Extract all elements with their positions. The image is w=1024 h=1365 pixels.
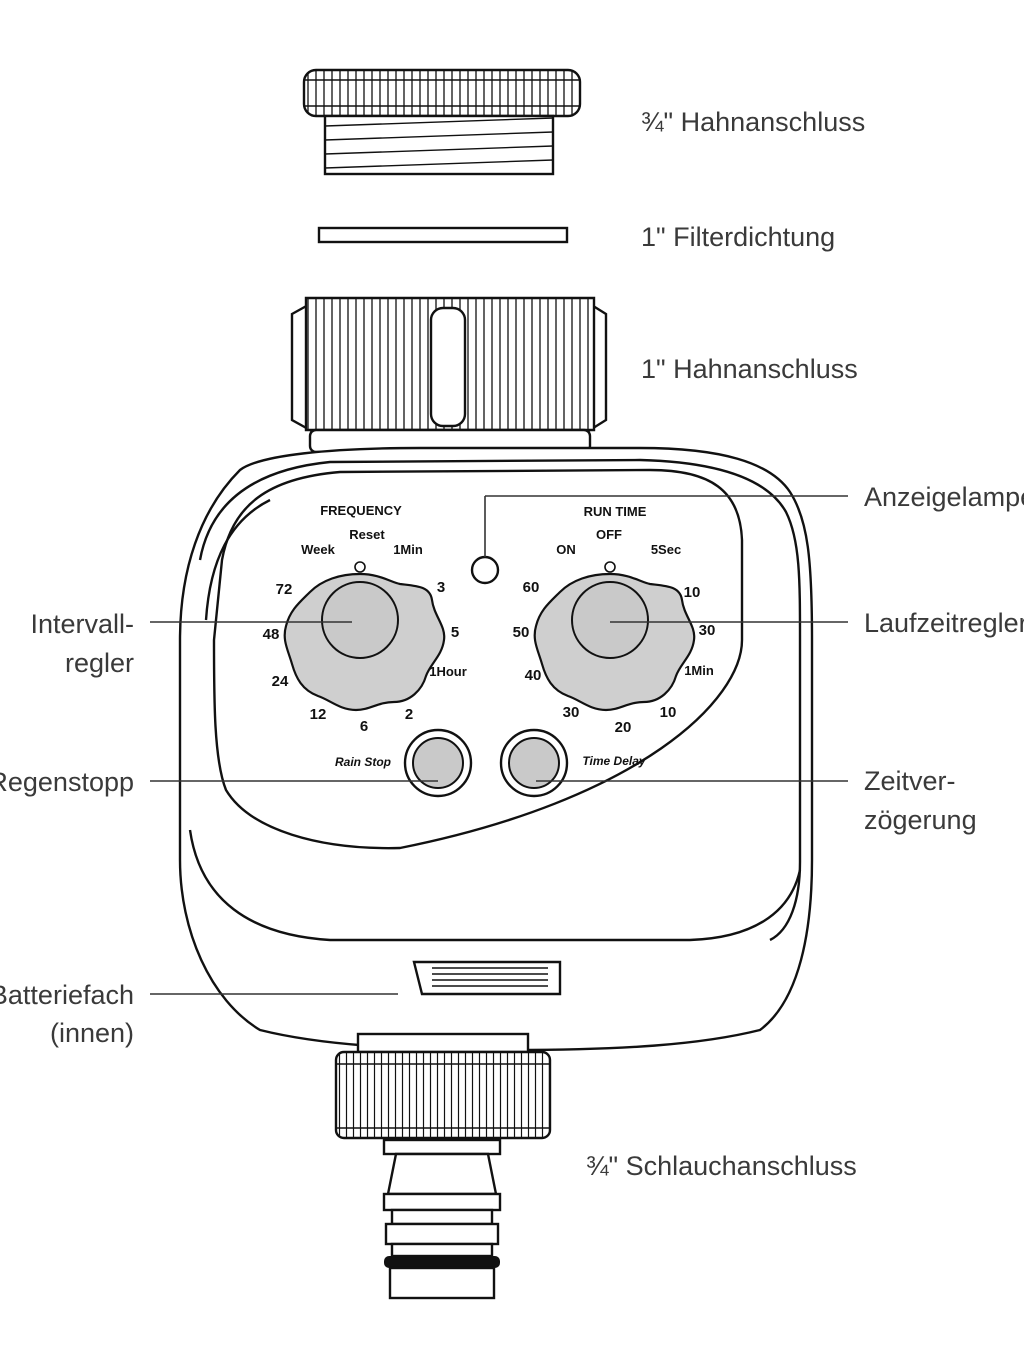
runtime-heading: RUN TIME: [584, 504, 647, 519]
runtime-label-40: 40: [525, 667, 542, 684]
dial-marker-icon: [604, 561, 616, 573]
label-indicator-lamp: Anzeigelampe: [864, 482, 1024, 512]
timer-body: [178, 446, 814, 1052]
frequency-heading: FREQUENCY: [320, 503, 402, 518]
runtime-label-off: OFF: [596, 527, 622, 542]
filter-gasket: [317, 226, 569, 244]
frequency-label-week: Week: [301, 542, 335, 557]
frequency-label-3: 3: [437, 579, 445, 596]
thread: [323, 114, 555, 176]
frequency-label-6: 6: [360, 718, 368, 735]
label-hose-connector: ¾" Schlauchanschluss: [586, 1151, 857, 1181]
runtime-label-60: 60: [523, 579, 540, 596]
tap-connector-1: [290, 296, 608, 454]
runtime-label-10m: 10: [660, 704, 677, 721]
runtime-label-5sec: 5Sec: [651, 542, 681, 557]
label-delay-1: Zeitver-: [864, 766, 956, 796]
frequency-label-reset: Reset: [349, 527, 385, 542]
label-tap-connector-1: 1" Hahnanschluss: [641, 354, 858, 384]
frequency-label-12: 12: [310, 706, 327, 723]
runtime-label-30s: 30: [699, 622, 716, 639]
hose-connector: [334, 1032, 552, 1300]
label-interval-2: regler: [65, 648, 134, 678]
label-battery-2: (innen): [50, 1018, 134, 1048]
label-interval-1: Intervall-: [30, 609, 134, 639]
label-tap-connector-34: ¾" Hahnanschluss: [641, 107, 865, 137]
runtime-label-20m: 20: [615, 719, 632, 736]
time-delay-label: Time Delay: [582, 754, 646, 768]
frequency-label-5: 5: [451, 624, 459, 641]
dial-marker-icon: [354, 561, 366, 573]
label-filter-gasket: 1" Filterdichtung: [641, 222, 835, 252]
runtime-dial[interactable]: [533, 561, 696, 712]
o-ring: [384, 1256, 500, 1268]
frequency-label-2: 2: [405, 706, 413, 723]
rain-stop-label: Rain Stop: [335, 755, 391, 769]
tap-connector-34: [302, 68, 582, 176]
label-delay-2: zögerung: [864, 805, 977, 835]
label-runtime: Laufzeitregler: [864, 608, 1024, 638]
rain-stop-button[interactable]: [403, 728, 473, 798]
frequency-label-1min: 1Min: [393, 542, 423, 557]
frequency-label-24: 24: [272, 673, 289, 690]
runtime-label-on: ON: [556, 542, 576, 557]
label-rain-stop: Regenstopp: [0, 767, 134, 797]
runtime-label-1min: 1Min: [684, 663, 714, 678]
label-battery-1: Batteriefach: [0, 980, 134, 1010]
frequency-label-1hour: 1Hour: [429, 664, 467, 679]
frequency-label-72: 72: [276, 581, 293, 598]
runtime-label-10s: 10: [684, 584, 701, 601]
runtime-label-50: 50: [513, 624, 530, 641]
runtime-label-30m: 30: [563, 704, 580, 721]
time-delay-button[interactable]: [499, 728, 569, 798]
battery-compartment: [412, 960, 562, 996]
frequency-label-48: 48: [263, 626, 280, 643]
indicator-lamp: [470, 555, 500, 585]
